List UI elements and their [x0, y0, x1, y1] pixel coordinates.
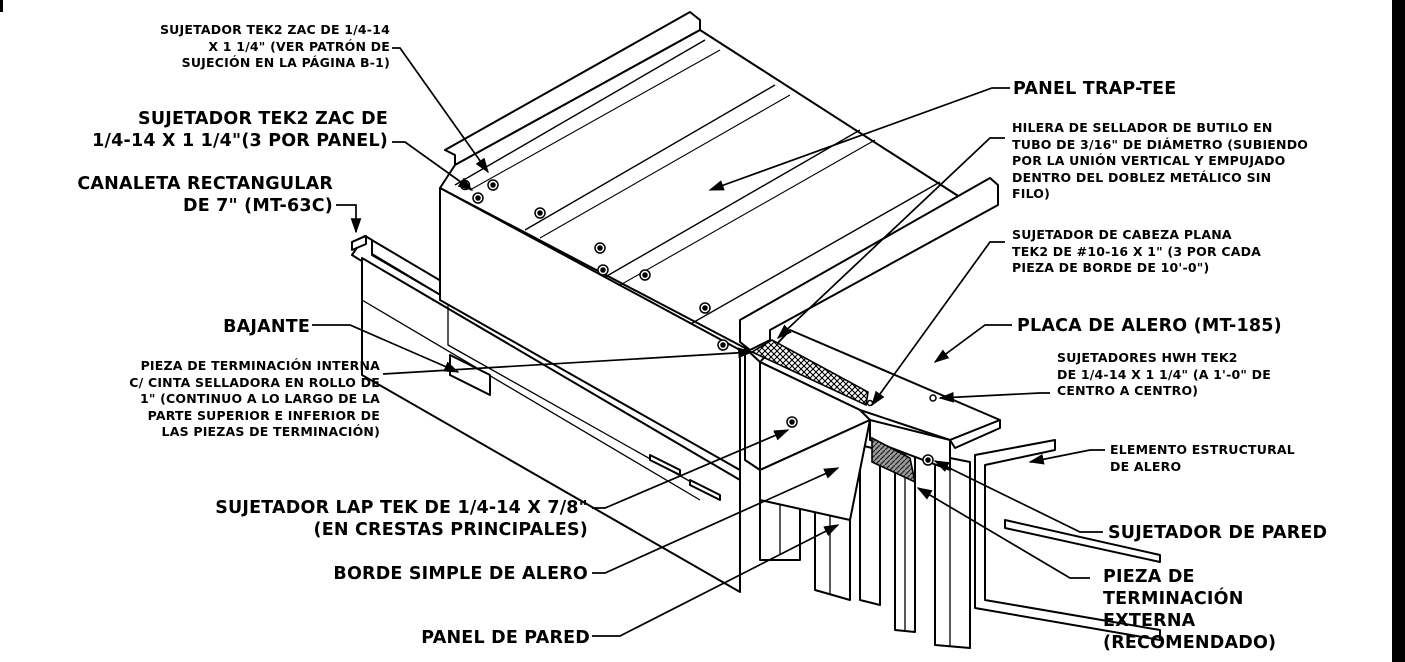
label-inside-closure: PIEZA DE TERMINACIÓN INTERNA C/ CINTA SE…	[129, 358, 380, 439]
label-gutter: CANALETA RECTANGULAR DE 7" (MT-63C)	[77, 174, 333, 216]
eave-member-drawing	[974, 439, 1161, 641]
left-border-tick	[0, 0, 3, 12]
label-butyl: HILERA DE SELLADOR DE BUTILO EN TUBO DE …	[1012, 120, 1309, 201]
inside-closure-drawing	[750, 339, 869, 407]
label-tek2-zac-three: SUJETADOR TEK2 ZAC DE 1/4-14 X 1 1/4"(3 …	[92, 109, 388, 151]
label-trap-tee: PANEL TRAP-TEE	[1013, 79, 1177, 99]
label-hwh: SUJETADORES HWH TEK2 DE 1/4-14 X 1 1/4" …	[1057, 350, 1271, 398]
label-flathead: SUJETADOR DE CABEZA PLANA TEK2 DE #10-16…	[1012, 227, 1262, 275]
label-outside-closure: PIEZA DE TERMINACIÓN EXTERNA (RECOMENDAD…	[1103, 567, 1277, 653]
label-downspout: BAJANTE	[223, 317, 310, 337]
label-wall-fastener: SUJETADOR DE PARED	[1108, 523, 1328, 543]
label-wall-panel: PANEL DE PARED	[421, 628, 590, 648]
label-lap-tek: SUJETADOR LAP TEK DE 1/4-14 X 7/8" (EN C…	[215, 498, 588, 540]
eave-plate-drawing	[759, 329, 1001, 521]
label-eave-member: ELEMENTO ESTRUCTURAL DE ALERO	[1110, 442, 1295, 474]
right-border-bar	[1392, 0, 1405, 662]
label-eave-plate: PLACA DE ALERO (MT-185)	[1017, 316, 1282, 336]
leader-lines	[312, 47, 1105, 637]
outside-closure-drawing	[871, 436, 917, 484]
label-eave-trim: BORDE SIMPLE DE ALERO	[333, 564, 588, 584]
label-tek2-zac-pattern: SUJETADOR TEK2 ZAC DE 1/4-14 X 1 1/4" (V…	[159, 22, 390, 70]
